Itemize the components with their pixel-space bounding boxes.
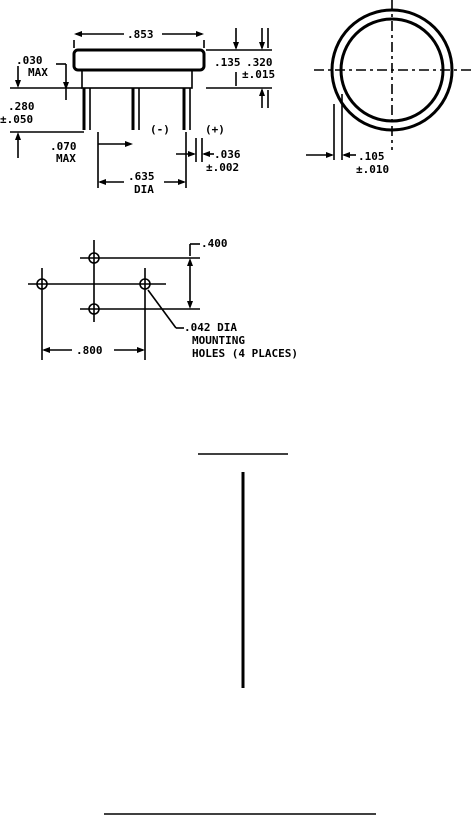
width-dim: .853	[127, 28, 154, 41]
hole-note-3: HOLES (4 PLACES)	[192, 347, 298, 360]
hole-note-2: MOUNTING	[192, 334, 245, 347]
lead-tol: ±.050	[0, 113, 33, 126]
hole-pattern: .400 .800 .042 DIA MOUNTING HOLES (4 PLA…	[28, 237, 298, 360]
offset-dim: .105	[358, 150, 385, 163]
positive-label: (+)	[205, 123, 225, 136]
hole-right	[139, 278, 151, 290]
height-tol: .320	[246, 56, 273, 69]
vertical-dim: .400	[201, 237, 228, 250]
side-view: .853 .135 .320 ±.015 .030 MAX .280 ±.050…	[0, 28, 275, 196]
base-dim: .070	[50, 140, 77, 153]
base-max: MAX	[56, 152, 76, 165]
top-max: MAX	[28, 66, 48, 79]
lead-dia-tol: ±.002	[206, 161, 239, 174]
spacing-unit: DIA	[134, 183, 154, 196]
negative-label: (-)	[150, 123, 170, 136]
hole-top	[88, 252, 100, 264]
offset-tol: ±.010	[356, 163, 389, 176]
horizontal-dim: .800	[76, 344, 103, 357]
height-tol2: ±.015	[242, 68, 275, 81]
height-dim: .135	[214, 56, 241, 69]
spacing-dim: .635	[128, 170, 155, 183]
capacitor-base	[81, 69, 193, 89]
hole-note-1: .042 DIA	[184, 321, 237, 334]
hole-left	[36, 278, 48, 290]
top-view: .105 ±.010	[306, 0, 472, 176]
capacitor-body	[72, 48, 206, 72]
top-dim: .030	[16, 54, 43, 67]
hole-bottom	[88, 303, 100, 315]
lead-dia: .036	[214, 148, 241, 161]
lead-len: .280	[8, 100, 35, 113]
